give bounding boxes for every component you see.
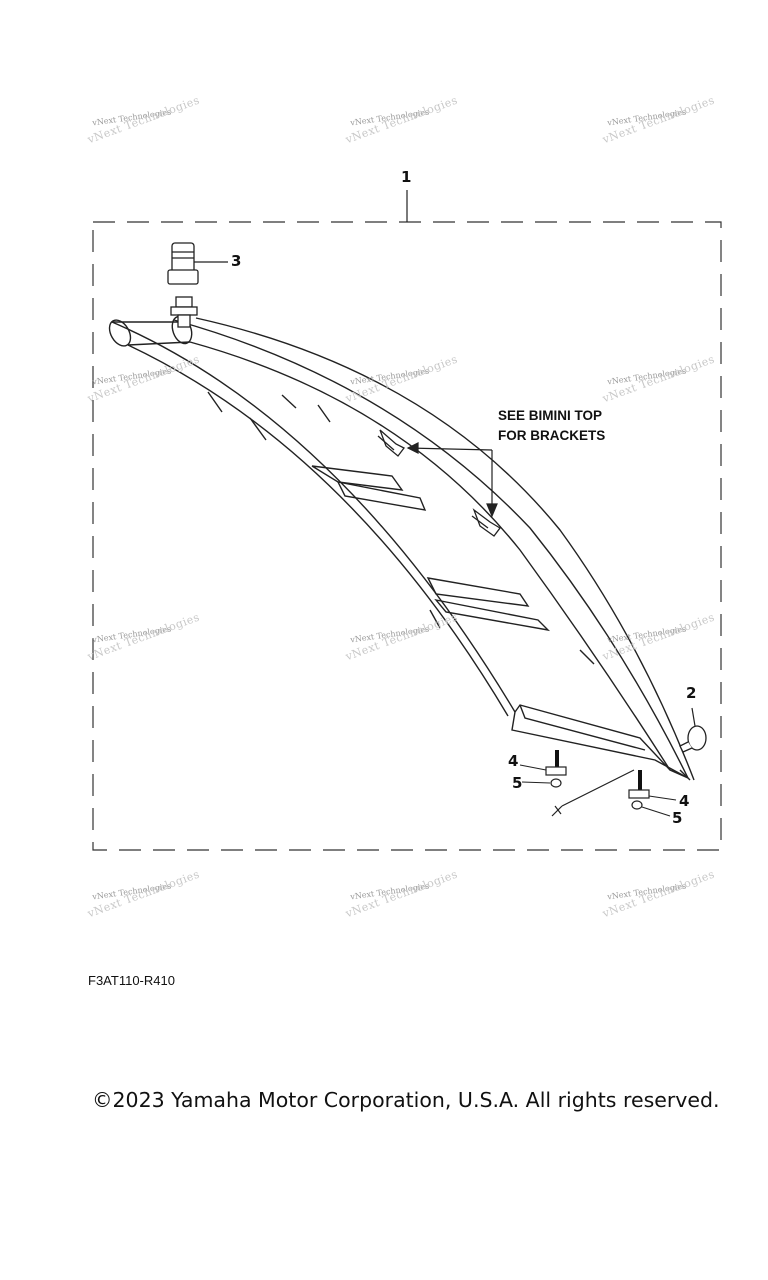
note-leaders (406, 442, 498, 518)
leader-line-4-right (648, 795, 677, 801)
wakeboard-tower-frame (108, 315, 695, 781)
callout-1: 1 (401, 168, 412, 186)
bracket-note: SEE BIMINI TOP FOR BRACKETS (498, 406, 605, 446)
leader-line-5-right (641, 806, 671, 817)
figure-code: F3AT110-R410 (88, 973, 175, 988)
leader-line-5-left (521, 781, 551, 784)
callout-2: 2 (686, 684, 697, 702)
spacer-left-part (545, 766, 567, 776)
callout-5-right: 5 (672, 809, 683, 827)
tower-mount-post (170, 296, 198, 328)
knob-part (679, 725, 707, 753)
copyright-notice: ©2023 Yamaha Motor Corporation, U.S.A. A… (92, 1088, 720, 1112)
spacer-right-part (628, 789, 650, 799)
bimini-bracket-upper (377, 429, 405, 457)
leader-line-2 (691, 707, 696, 727)
nut-left-part (550, 778, 562, 788)
mounting-studs (555, 750, 642, 790)
bracket-note-line1: SEE BIMINI TOP (498, 408, 603, 423)
callout-3: 3 (231, 252, 242, 270)
bracket-note-line2: FOR BRACKETS (498, 428, 606, 443)
callout-5-left: 5 (512, 774, 523, 792)
cable-part (551, 769, 635, 817)
tower-cap-part (167, 242, 199, 285)
callout-4-left: 4 (508, 752, 519, 770)
bimini-bracket-lower (471, 508, 501, 537)
nut-right-part (631, 800, 643, 810)
leader-line-4-left (519, 764, 547, 771)
callout-4-right: 4 (679, 792, 690, 810)
